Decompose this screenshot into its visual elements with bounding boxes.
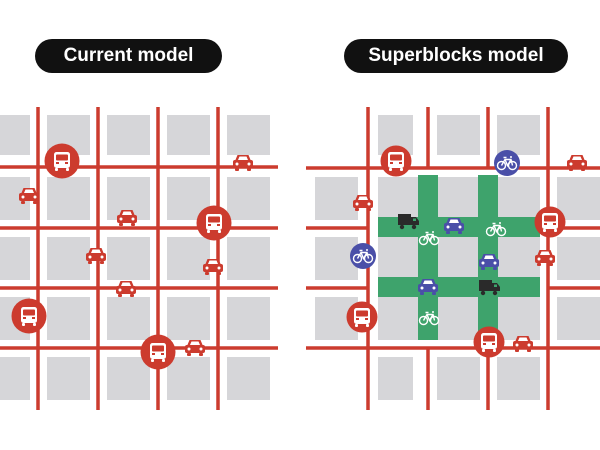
bus-icon [44,143,80,179]
vehicles [346,145,587,358]
bus-icon [346,301,378,333]
bus-icon [473,326,505,358]
bus-icon [11,298,47,334]
superblocks-model-title: Superblocks model [344,39,568,73]
bus-icon [196,205,232,241]
bicycle-icon [350,243,376,269]
city-blocks [0,115,270,400]
bicycle-icon [494,150,520,176]
bus-icon [140,334,176,370]
city-blocks [315,115,600,400]
car-icon [185,340,205,356]
bus-icon [534,206,566,238]
pedestrian-green-streets [378,175,540,340]
vehicles [11,143,253,370]
current-model-title: Current model [35,39,222,73]
street-grid [306,107,600,410]
current-model-panel [0,107,278,410]
superblocks-model-panel [306,107,600,410]
car-icon [116,281,136,297]
street-grid [0,107,278,410]
bus-icon [380,145,412,177]
